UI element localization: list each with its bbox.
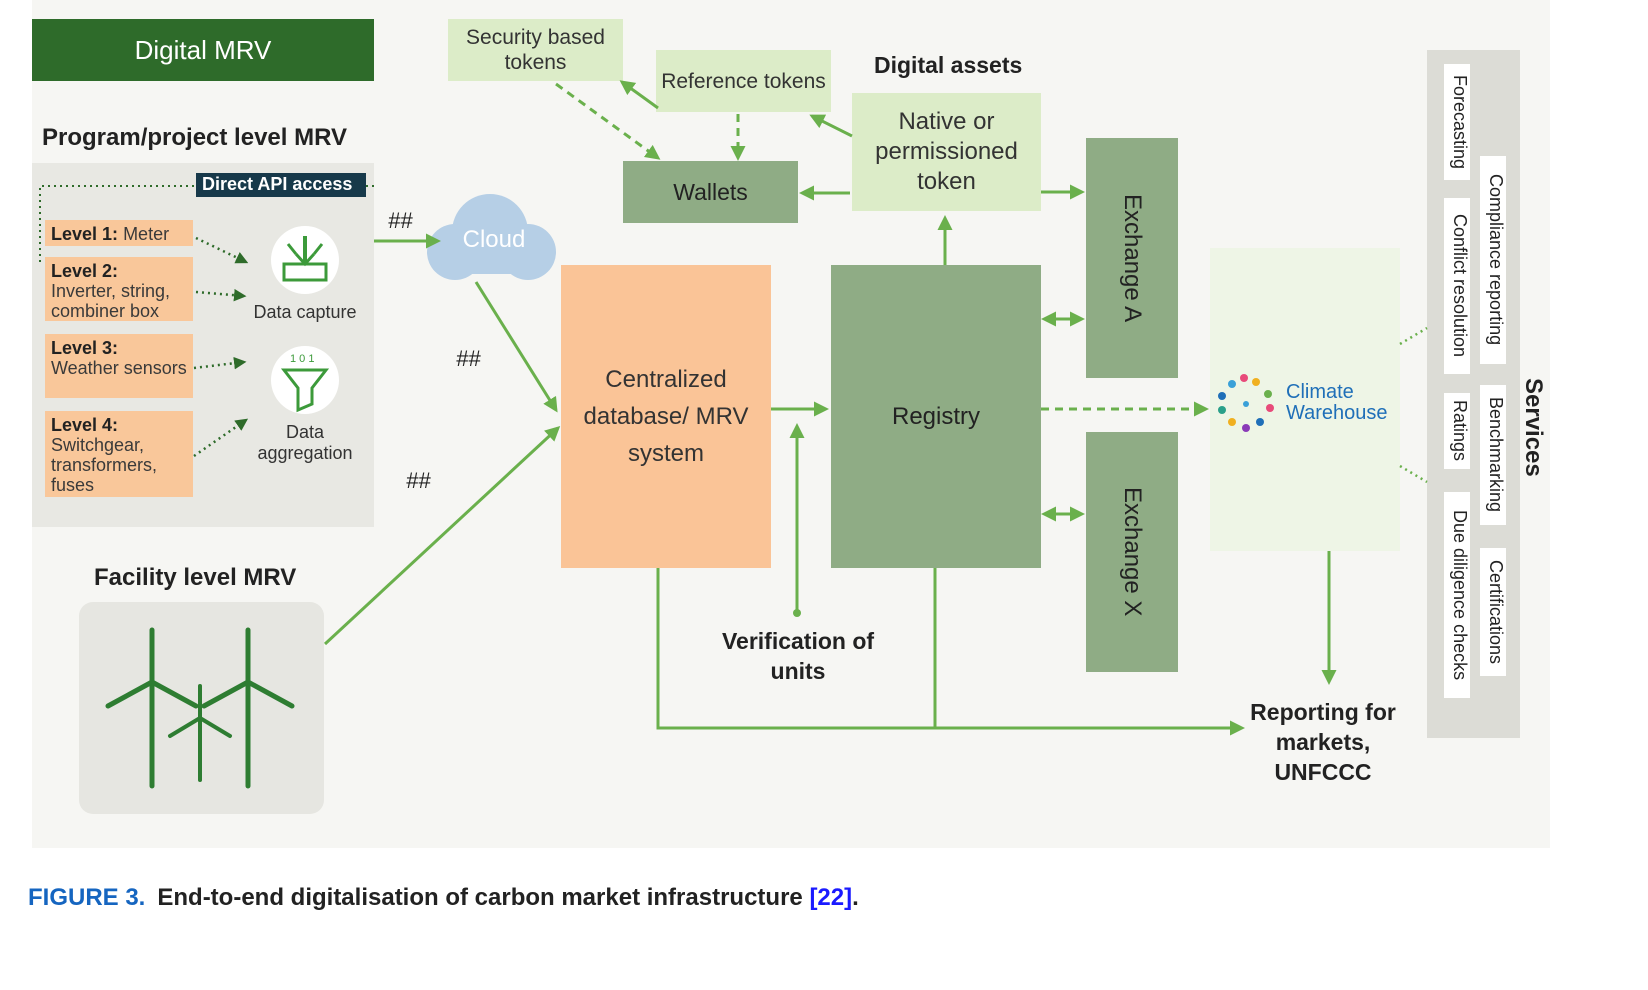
exchange-x-label: Exchange X [1119,487,1146,617]
level-2-label: Level 2: [51,261,119,281]
service-benchmarking: Benchmarking [1480,385,1506,525]
hash-mark-3: ## [406,468,431,493]
level-2-box: Level 2:Inverter, string, combiner box [45,257,193,321]
service-compliance-reporting: Compliance reporting [1480,156,1506,364]
services-dotted-links [1399,326,1428,484]
service-ratings: Ratings [1444,393,1470,469]
level-4-label: Level 4: [51,415,119,435]
verification-of-units-label: Verification of units [721,628,875,684]
flow-arrows [323,80,1337,736]
data-capture-icon [271,226,339,294]
services-title: Services [1520,378,1547,477]
digital-assets-title: Digital assets [874,52,1023,78]
registry-box: Registry [831,265,1041,568]
dashed-arrows [555,82,1209,417]
wallets-box: Wallets [623,161,798,223]
cloud-icon [427,194,556,280]
security-tokens-box: Security based tokens [448,19,623,81]
hash-mark-2: ## [456,346,481,371]
level-4-text: Switchgear, transformers, fuses [51,435,158,495]
api-access-line [39,185,378,262]
data-aggregation-label: Data aggregation [257,422,353,463]
level-2-text: Inverter, string, combiner box [51,281,171,321]
figure-reference-link[interactable]: [22] [809,884,853,911]
level-1-text: Meter [123,224,170,244]
cloud-label: Cloud [462,226,526,253]
figure-caption: FIGURE 3. End-to-end digitalisation of ca… [28,884,859,912]
climate-warehouse-box [1210,248,1400,551]
hash-mark-1: ## [388,208,413,233]
service-certifications: Certifications [1480,548,1506,676]
service-forecasting: Forecasting [1444,64,1470,180]
digital-mrv-header: Digital MRV [32,19,374,81]
centralized-database-box: Centralized database/ MRV system [561,265,771,568]
service-due-diligence: Due diligence checks [1444,492,1470,698]
data-capture-label: Data capture [253,302,357,322]
verification-dot [793,609,801,617]
wind-turbines-icon [105,627,295,789]
level-3-box: Level 3:Weather sensors [45,334,193,398]
level-1-label: Level 1: [51,224,119,244]
climate-warehouse-label: Climate Warehouse [1286,381,1388,424]
level-3-text: Weather sensors [51,358,187,378]
program-level-title: Program/project level MRV [42,124,347,151]
native-token-box: Native or permissioned token [852,93,1041,211]
figure-caption-period: . [852,884,859,911]
figure-caption-text: End-to-end digitalisation of carbon mark… [157,884,803,911]
data-aggregation-icon: 1 0 1 [271,346,339,414]
level-arrows [193,236,249,458]
climate-warehouse-logo [1218,374,1274,432]
direct-api-access-label: Direct API access [196,173,366,197]
reference-tokens-box: Reference tokens [656,50,831,112]
svg-text:1 0 1: 1 0 1 [290,353,314,365]
reporting-label: Reporting for markets, UNFCCC [1250,699,1396,785]
level-4-box: Level 4:Switchgear, transformers, fuses [45,411,193,497]
service-conflict-resolution: Conflict resolution [1444,198,1470,374]
exchange-a-box: Exchange A [1086,138,1178,378]
facility-level-title: Facility level MRV [94,564,297,591]
level-3-label: Level 3: [51,338,119,358]
level-1-box: Level 1: Meter [45,220,193,246]
figure-number: FIGURE 3. [28,884,146,911]
exchange-x-box: Exchange X [1086,432,1178,672]
exchange-a-label: Exchange A [1119,193,1146,323]
